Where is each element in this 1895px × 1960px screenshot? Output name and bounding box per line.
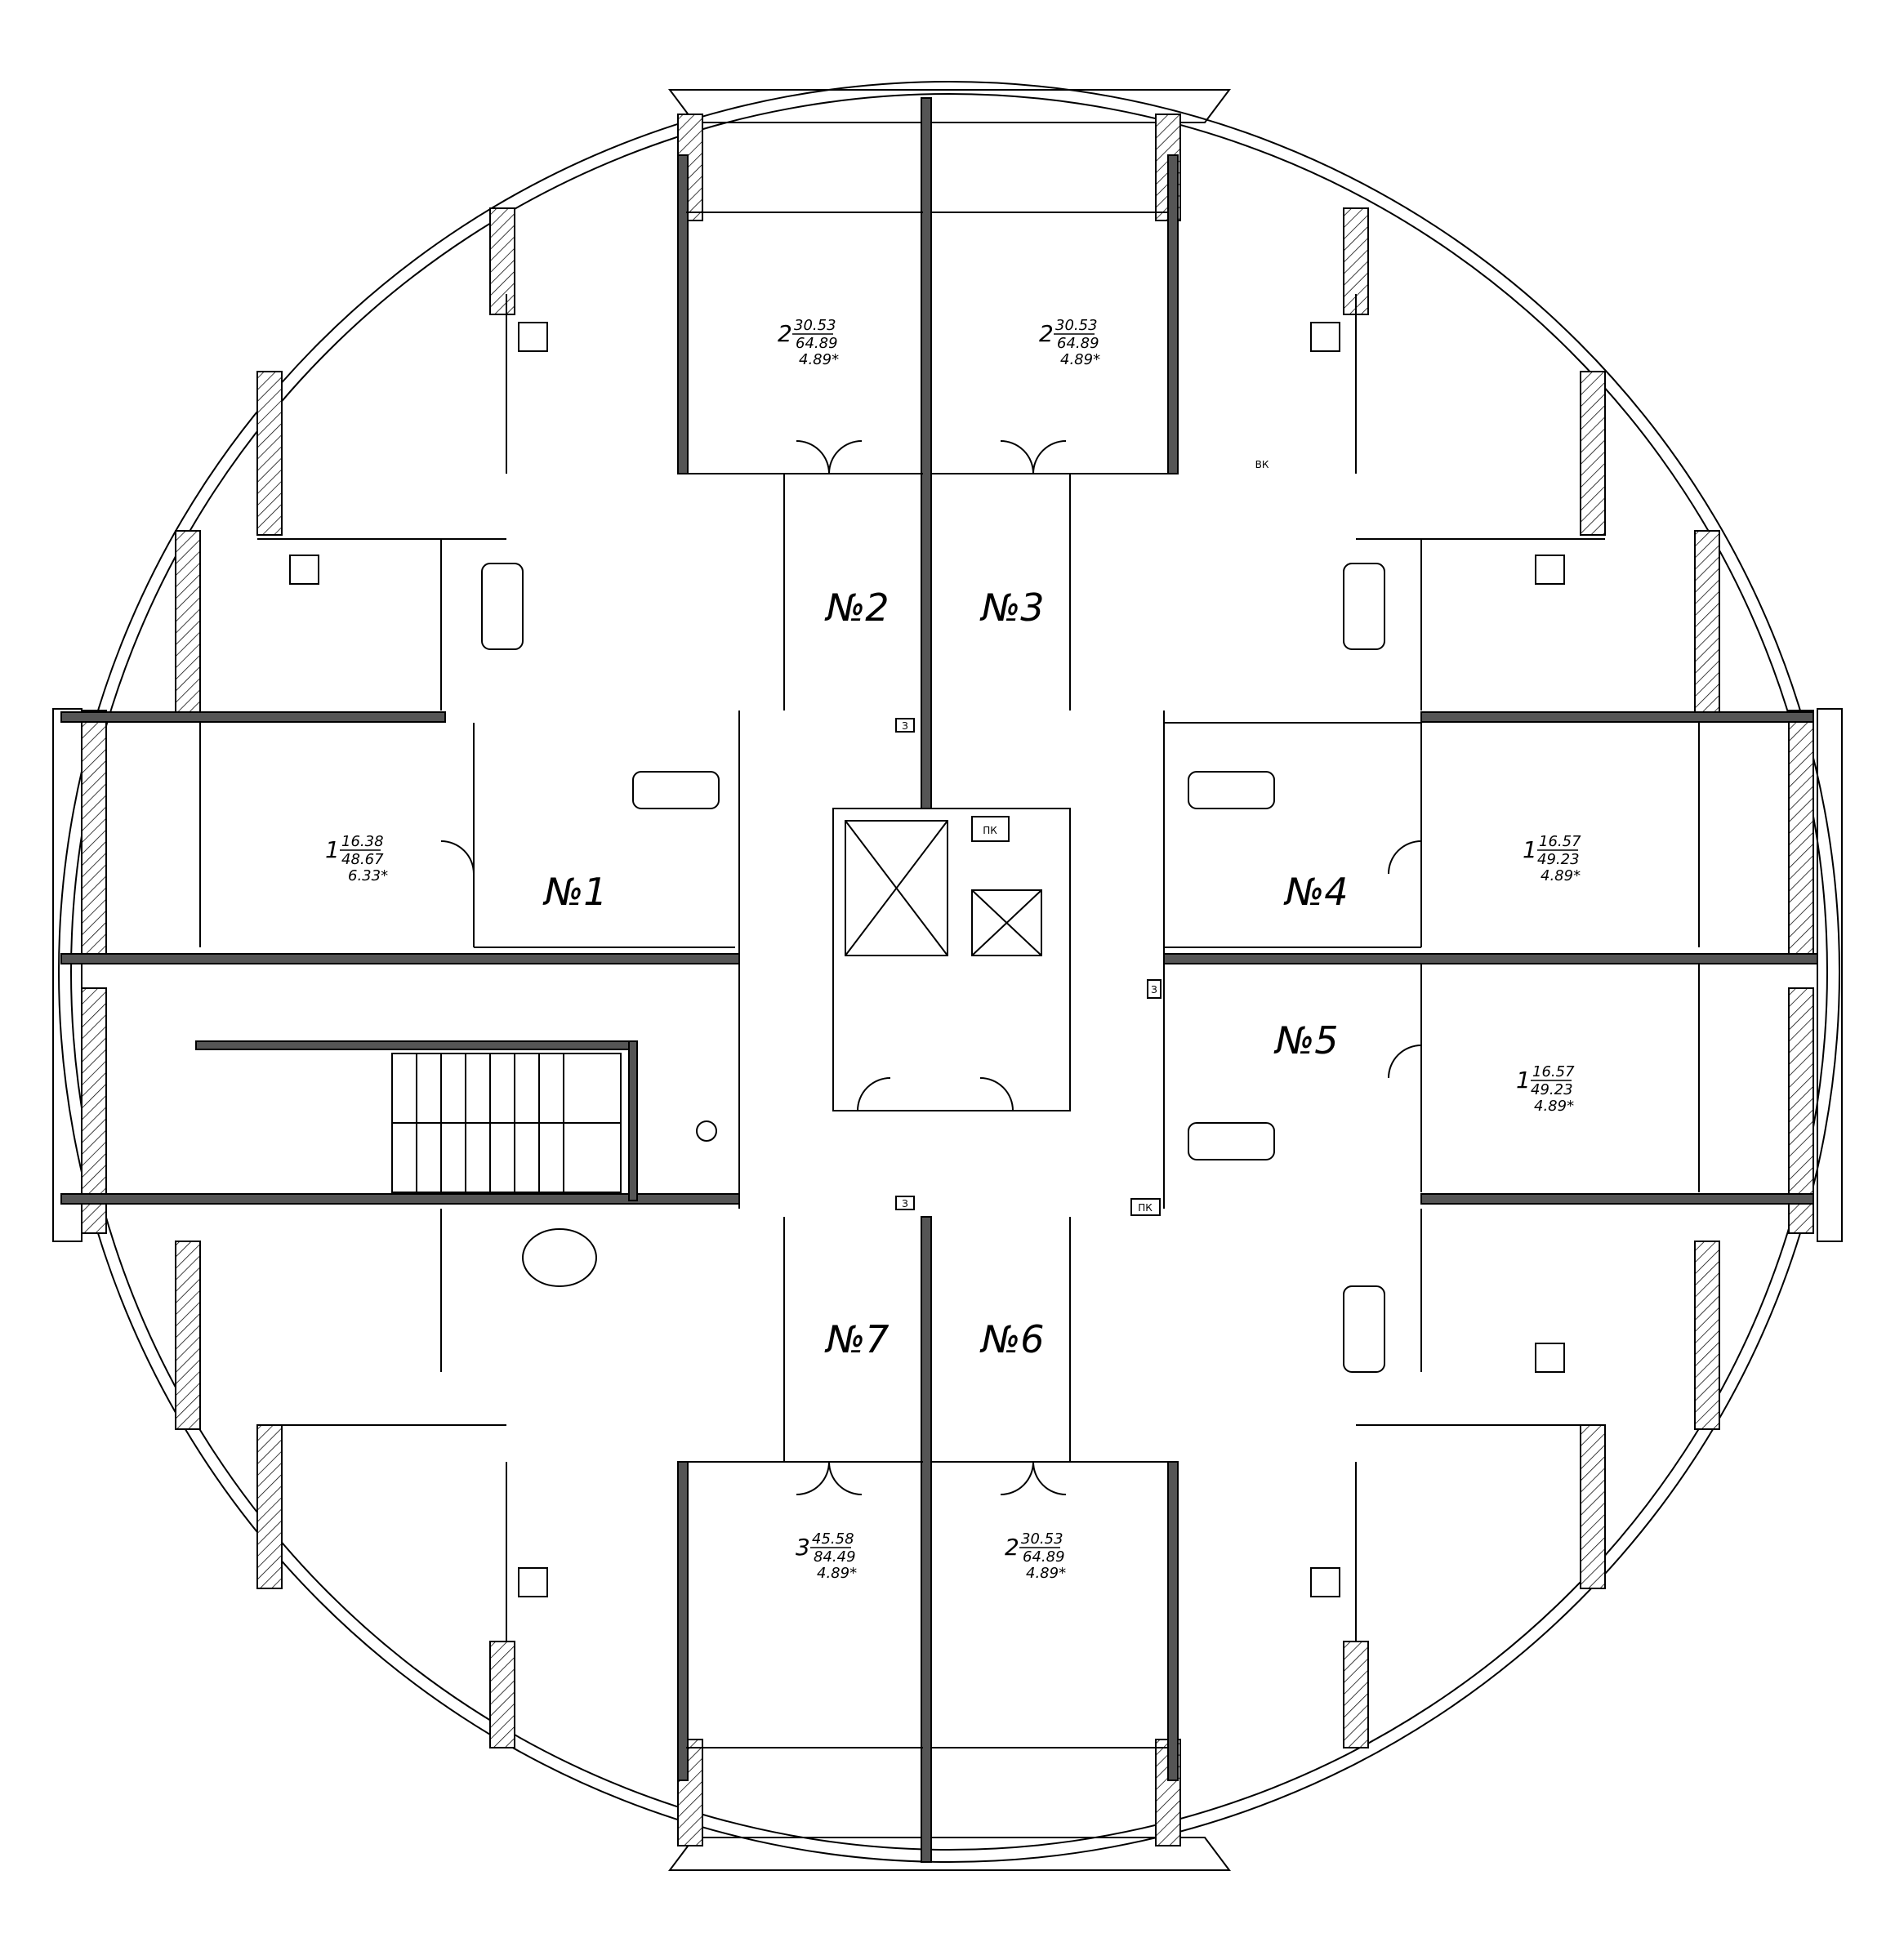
total-area: 48.67 bbox=[341, 851, 384, 868]
stair bbox=[391, 1053, 717, 1193]
vk-label: ВК bbox=[1255, 459, 1269, 470]
area-annotation-7: 3 45.58 84.49 4.89* bbox=[796, 1530, 857, 1582]
living-area: 16.57 bbox=[1539, 833, 1581, 850]
balcony-area: 4.89* bbox=[817, 1565, 857, 1582]
apartment-number-3: №3 bbox=[979, 586, 1044, 630]
total-area: 84.49 bbox=[814, 1548, 856, 1566]
apartment-numbers: №1 №2 №3 №4 №5 №6 №7 bbox=[542, 586, 1348, 1361]
fixtures bbox=[289, 322, 1565, 1597]
exterior-walls bbox=[81, 114, 1814, 1846]
living-area: 45.58 bbox=[812, 1530, 854, 1548]
rooms-count: 2 bbox=[1039, 320, 1054, 347]
total-area: 64.89 bbox=[1057, 335, 1099, 352]
apartment-number-2: №2 bbox=[823, 586, 889, 630]
z-marker-bottom: З bbox=[902, 1198, 908, 1209]
total-area: 49.23 bbox=[1537, 851, 1580, 868]
rooms-count: 2 bbox=[778, 320, 792, 347]
rooms-count: 2 bbox=[1005, 1534, 1019, 1561]
area-annotation-6: 2 30.53 64.89 4.89* bbox=[1005, 1530, 1066, 1582]
interior-partitions bbox=[199, 212, 1700, 1748]
total-area: 64.89 bbox=[1023, 1548, 1065, 1566]
apartment-number-5: №5 bbox=[1273, 1018, 1338, 1062]
balcony-area: 4.89* bbox=[1060, 351, 1100, 368]
z-marker-top: З bbox=[902, 720, 908, 732]
area-annotation-5: 1 16.57 49.23 4.89* bbox=[1516, 1063, 1575, 1115]
balcony-area: 4.89* bbox=[799, 351, 839, 368]
living-area: 30.53 bbox=[1055, 317, 1098, 334]
building-envelope bbox=[52, 81, 1843, 1871]
rooms-count: 1 bbox=[1516, 1067, 1531, 1094]
area-annotation-2: 2 30.53 64.89 4.89* bbox=[778, 317, 839, 368]
balcony-area: 4.89* bbox=[1026, 1565, 1066, 1582]
apartment-number-7: №7 bbox=[823, 1317, 889, 1361]
apartment-number-4: №4 bbox=[1282, 870, 1348, 914]
party-walls bbox=[60, 97, 1818, 1863]
pk-top-label: ПК bbox=[983, 825, 997, 836]
apartment-number-1: №1 bbox=[542, 870, 607, 914]
area-annotation-4: 1 16.57 49.23 4.89* bbox=[1523, 833, 1581, 884]
lift-core: ПК bbox=[832, 808, 1071, 1111]
total-area: 64.89 bbox=[796, 335, 838, 352]
pk-bottom-label: ПК bbox=[1138, 1202, 1153, 1214]
rooms-count: 1 bbox=[325, 836, 340, 863]
living-area: 30.53 bbox=[794, 317, 836, 334]
living-area: 16.38 bbox=[341, 833, 384, 850]
rooms-count: 3 bbox=[796, 1534, 810, 1561]
balcony-area: 4.89* bbox=[1534, 1098, 1574, 1115]
balcony-area: 6.33* bbox=[348, 867, 388, 884]
rooms-count: 1 bbox=[1523, 836, 1537, 863]
living-area: 30.53 bbox=[1021, 1530, 1063, 1548]
door-swings bbox=[440, 440, 1422, 1495]
area-annotation-1: 1 16.38 48.67 6.33* bbox=[325, 833, 388, 884]
area-annotation-3: 2 30.53 64.89 4.89* bbox=[1039, 317, 1100, 368]
living-area: 16.57 bbox=[1532, 1063, 1575, 1080]
balcony-area: 4.89* bbox=[1541, 867, 1581, 884]
z-marker-right: З bbox=[1151, 984, 1157, 996]
markers: З З З ПК ВК bbox=[895, 459, 1269, 1216]
total-area: 49.23 bbox=[1531, 1081, 1573, 1098]
apartment-number-6: №6 bbox=[979, 1317, 1044, 1361]
